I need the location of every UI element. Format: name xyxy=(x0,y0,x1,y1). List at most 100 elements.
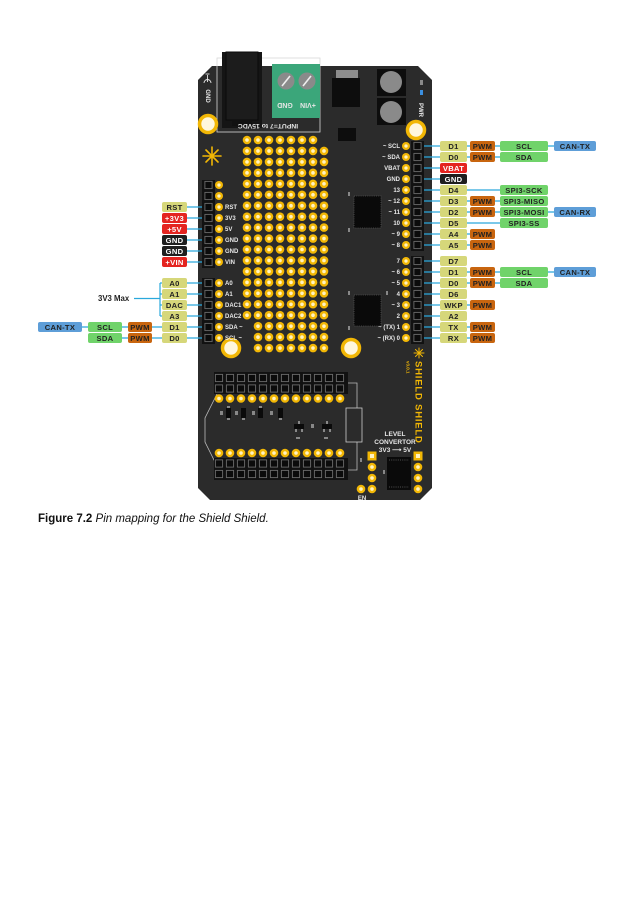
left-header-pad xyxy=(215,323,223,331)
proto-hole xyxy=(275,299,285,309)
proto-hole xyxy=(319,201,329,210)
left-header-socket xyxy=(204,202,213,212)
pin-label-text: GND xyxy=(166,236,184,245)
pin-label-badge xyxy=(440,152,467,162)
pad-hole xyxy=(404,221,408,225)
pad-hole xyxy=(311,160,315,164)
level-converter-label-line3: 3V3 ⟶ 5V xyxy=(379,447,412,454)
pad-hole xyxy=(217,216,221,220)
pad-hole xyxy=(256,192,260,197)
pad-hole xyxy=(278,236,282,241)
proto-hole xyxy=(319,146,329,156)
pad-hole xyxy=(256,225,260,230)
pin-label-function: SDA xyxy=(88,333,122,343)
header-socket xyxy=(269,384,279,393)
header-socket xyxy=(247,373,257,383)
prototyping-area xyxy=(242,135,329,353)
proto-hole xyxy=(253,212,263,221)
pin-label-text: +5V xyxy=(167,225,182,234)
proto-hole xyxy=(308,245,318,254)
pad-hole xyxy=(239,451,243,455)
pad-hole xyxy=(267,149,271,153)
pin-label-digital: A4 xyxy=(440,229,467,239)
pin-label-can: CAN-TX xyxy=(554,267,596,277)
pad-hole xyxy=(300,171,304,175)
pad-hole xyxy=(289,171,293,175)
pin-label-digital: D1 xyxy=(162,322,187,332)
pin-label-pwm: PWM xyxy=(470,152,495,162)
pad-hole xyxy=(289,346,293,350)
proto-hole xyxy=(253,190,263,200)
proto-hole xyxy=(275,223,285,232)
polarity-symbol-icon xyxy=(203,73,212,84)
pin-label-function: SPI3-MOSI xyxy=(500,207,548,217)
left-header-socket xyxy=(204,180,213,190)
pad-hole xyxy=(311,247,315,252)
pin-name: SCL ~ xyxy=(225,336,243,342)
proto-hole xyxy=(264,190,274,200)
pin-label-badge xyxy=(162,278,187,288)
proto-hole xyxy=(275,146,285,156)
pad-hole xyxy=(311,236,315,241)
pin-label-badge xyxy=(440,207,467,217)
header-socket xyxy=(313,373,323,383)
smd-component xyxy=(338,128,356,141)
pad-hole xyxy=(322,214,326,219)
pin-label-pwm: PWM xyxy=(470,322,495,332)
pin-label-text: WKP xyxy=(444,301,463,310)
proto-hole xyxy=(242,234,252,243)
header-socket xyxy=(225,384,235,393)
proto-hole xyxy=(275,201,285,210)
pin-name: DAC1 xyxy=(225,303,242,309)
pad-hole xyxy=(404,325,408,329)
pad-hole xyxy=(278,258,282,263)
proto-hole xyxy=(253,299,263,309)
pin-label-digital: D0 xyxy=(440,278,467,288)
proto-hole xyxy=(319,245,329,254)
socket-outline xyxy=(204,391,219,469)
proto-hole xyxy=(319,267,329,276)
proto-hole xyxy=(264,212,274,221)
pin-label-badge xyxy=(162,333,187,343)
proto-hole xyxy=(264,256,274,265)
pin-label-text: A0 xyxy=(169,279,179,288)
pad-hole xyxy=(404,166,408,170)
proto-hole xyxy=(308,234,318,243)
pad-hole xyxy=(217,396,221,401)
pin-name: ~ 3 xyxy=(391,303,400,309)
pad-hole xyxy=(245,269,249,274)
right-header-socket xyxy=(413,333,422,343)
pad-hole xyxy=(250,451,254,455)
proto-hole xyxy=(242,278,252,287)
pin-label-ground: GND xyxy=(440,174,467,184)
pad-hole xyxy=(311,258,315,263)
right-header-pad xyxy=(402,219,410,227)
pin-label-badge xyxy=(162,311,187,321)
figure-number: Figure 7.2 xyxy=(38,513,93,525)
pad-hole xyxy=(404,314,408,318)
pad-hole xyxy=(289,258,293,263)
pad-hole xyxy=(245,203,249,208)
proto-hole xyxy=(297,212,307,221)
left-header-socket xyxy=(204,235,213,245)
proto-hole xyxy=(286,212,296,221)
pad-hole xyxy=(311,214,315,219)
terminal-vin-label: +VIN xyxy=(300,101,316,108)
pad-hole xyxy=(316,396,320,401)
header-socket xyxy=(225,469,235,479)
pin-label-badge xyxy=(470,196,495,206)
header-pad xyxy=(214,448,224,458)
proto-hole xyxy=(297,234,307,243)
pad-hole xyxy=(300,302,304,307)
pin-label-text: D0 xyxy=(448,153,458,162)
pin-label-digital: D7 xyxy=(440,256,467,266)
pad-hole xyxy=(404,177,408,181)
pad-hole xyxy=(256,236,260,241)
proto-hole xyxy=(286,332,296,342)
left-header-socket xyxy=(204,311,213,321)
pin-label-power: +3V3 xyxy=(162,213,187,223)
pin-label-text: SCL xyxy=(516,142,532,151)
proto-hole xyxy=(319,179,329,189)
pad-hole xyxy=(261,396,265,401)
pad-hole xyxy=(300,313,304,318)
